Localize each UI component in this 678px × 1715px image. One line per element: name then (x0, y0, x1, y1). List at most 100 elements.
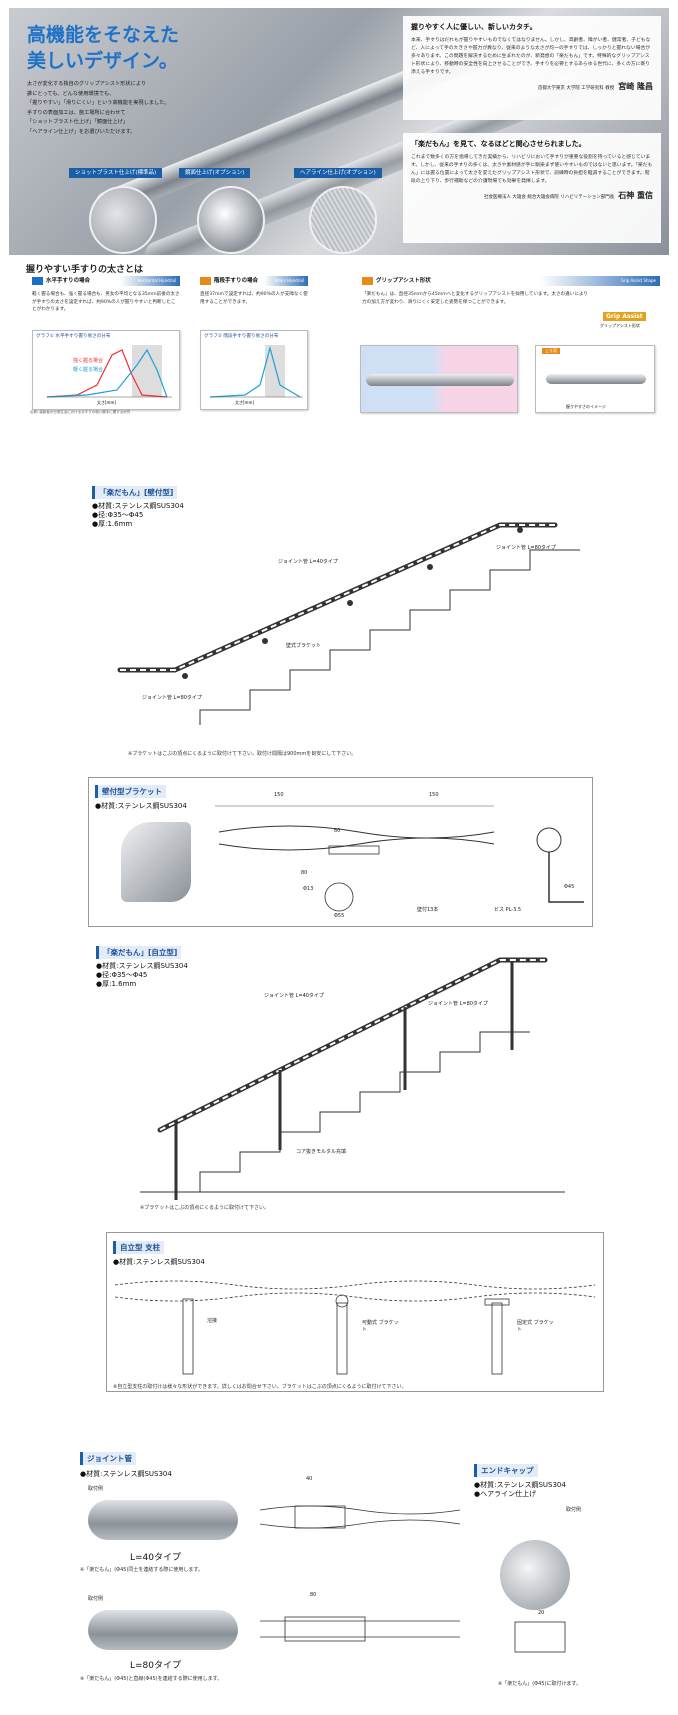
card-text: 軽く握る場合も、強く握る場合も、男女の平均となる35mm前後の太さが手すりの太さ… (32, 292, 180, 312)
handrail-pattern (159, 959, 545, 1131)
part-label: 壁付13本 (417, 907, 439, 913)
expert-panel-1: 握りやすく人に優しい、新しいカタチ。 本来、手すりはだれもが握りやすいものでなく… (403, 16, 661, 120)
joint80-label: ジョイント管 L=80タイプ (142, 695, 202, 701)
handrail (157, 957, 548, 1133)
dimension: 80 (301, 870, 308, 876)
spec-line: ●径:Φ35〜Φ45 (92, 511, 144, 519)
wall-type-drawing (117, 522, 580, 725)
spec-line: ●径:Φ35〜Φ45 (96, 971, 148, 979)
range-band (265, 345, 285, 397)
grip-icon (362, 277, 373, 285)
panel-body: これまで数多くの方を指導してきた実績から、リハビリにおいて手すりが重要な役割を持… (411, 155, 653, 184)
bracket-label: 壁式ブラケット (286, 643, 322, 649)
dimension: 150 (429, 792, 439, 798)
desc-line: 「ショットブラスト仕上げ」「鏡面仕上げ」 (27, 119, 129, 125)
stairs-outline (199, 549, 580, 725)
graph-title: グラフ① 水平手すり握り易さの分布 (36, 334, 111, 339)
spec-line: ●材質:ステンレス鋼SUS304 (96, 962, 188, 970)
post-fixed (491, 1302, 503, 1375)
free-type-drawing (140, 957, 565, 1200)
joint40-note: ※「楽だもん」(Φ45)同士を連結する際に使用します。 (80, 1567, 203, 1573)
joint80-label: ジョイント管 L=80タイプ (428, 1001, 488, 1007)
post-box: 自立型 支柱 ●材質:ステンレス鋼SUS304 溶接 可動式 ブラケット 固定式… (106, 1232, 604, 1392)
stairs-outline (199, 1031, 530, 1192)
joint-body (284, 1616, 366, 1642)
dimension: 40 (306, 1476, 313, 1482)
joint80-photo (88, 1610, 238, 1650)
spec-line: ●厚:1.6mm (92, 520, 133, 528)
stairs-line (209, 345, 301, 398)
handrail-icon (32, 277, 43, 285)
post-movable (336, 1302, 348, 1375)
dimension: 60 (334, 828, 341, 834)
endcap-title: エンドキャップ (474, 1464, 538, 1477)
wall-type-title: 「楽だもん」[壁付型] (92, 486, 178, 499)
x-label: 太さ[mm] (235, 399, 254, 405)
hero-description: 太さが変化する独自のグリップアシスト形状により 誰にとっても、どんな使用環境でも… (27, 80, 227, 137)
bracket-spec: ●材質:ステンレス鋼SUS304 (95, 802, 187, 810)
rail-line (259, 1505, 461, 1515)
graph-stairs: グラフ② 階段手すり握り易さの分布 太さ[mm] (200, 330, 308, 410)
endcap-photo (500, 1540, 570, 1610)
bracket-mark (262, 638, 268, 644)
wall-note: ※ブラケットはこぶの頂点にくるように取付けて下さい。取付け間隔は900mmを目安… (128, 751, 357, 757)
part-label: ビス PL-3.5 (494, 907, 522, 913)
wall-specs: ●材質:ステンレス鋼SUS304 ●径:Φ35〜Φ45 ●厚:1.6mm (92, 502, 184, 529)
fixed-bracket (484, 1298, 510, 1306)
desc-line: 太さが変化する独自のグリップアシスト形状により (27, 81, 147, 87)
shot-blast-sample (89, 186, 157, 254)
rail-image (366, 374, 514, 386)
section-title: 握りやすい手すりの太さとは (26, 265, 144, 275)
horizontal-graph-svg: 太さ[mm] (46, 345, 172, 405)
legend-light: 軽く握る場合 (73, 367, 104, 373)
hero-title-line: 高機能をそなえた (27, 24, 180, 46)
example-label: 取付例 (566, 1507, 582, 1513)
dimension: 150 (274, 792, 284, 798)
light-grip-line (46, 348, 168, 398)
bracket-mark (517, 527, 523, 533)
grip-photo (360, 345, 518, 413)
graph-horizontal: グラフ① 水平手すり握り易さの分布 太さ[mm] 強く握る場合 軽く握る場合 (32, 330, 180, 410)
bracket-mark (182, 673, 188, 679)
stairs-icon (200, 277, 211, 285)
bracket-title: 壁付型ブラケット (95, 785, 166, 798)
joint40-photo (88, 1500, 238, 1540)
bracket-mark (347, 600, 353, 606)
desc-line: 「握りやすい」「滑りにくい」という高機能を実現しました。 (27, 100, 170, 106)
cap-body (514, 1621, 566, 1653)
movable-joint (335, 1294, 349, 1308)
dimension: Φ13 (303, 886, 314, 892)
post-drawing (114, 1280, 596, 1375)
rail-line (259, 1519, 461, 1529)
rail-line (114, 1280, 596, 1290)
hero-title: 高機能をそなえた 美しいデザイン。 (27, 22, 179, 74)
card-text: 直径37mmで設定すれば、約90%の人が支障なく使用することができます。 (200, 292, 308, 305)
bracket-profile (548, 852, 584, 903)
fixed-label: 固定式 ブラケット (517, 1320, 554, 1333)
joint-spec: ●材質:ステンレス鋼SUS304 (80, 1470, 172, 1478)
base-plate (324, 882, 354, 912)
dimension: 80 (310, 1592, 317, 1598)
example-label: 取付例 (88, 1596, 104, 1602)
panel-title: 「楽だもん」を見て、なるほどと関心させられました。 (411, 140, 586, 148)
post-note: ※自立型支柱の取付けは様々な形状ができます。詳しくはお問合せ下さい。ブラケットは… (113, 1384, 407, 1390)
joint40-label: ジョイント管 L=40タイプ (264, 993, 324, 999)
joint-body (294, 1505, 346, 1529)
post-title: 自立型 支柱 (113, 1241, 165, 1254)
finish-label: ヘアライン仕上げ(オプション) (294, 168, 382, 178)
spec-line: ●厚:1.6mm (96, 980, 137, 988)
bracket-arm (328, 845, 380, 855)
spec-line: ●ヘアライン仕上げ (474, 1490, 537, 1498)
joint80-label: ジョイント管 L=80タイプ (496, 545, 556, 551)
figure-caption: 握りやすさのイメージ (566, 404, 606, 409)
endcap-note: ※「楽だもん」(Φ45)に取付けます。 (498, 1681, 581, 1687)
bracket-box: 壁付型ブラケット ●材質:ステンレス鋼SUS304 150 150 60 80 … (88, 777, 593, 927)
mirror-sample (197, 186, 265, 254)
joint40-drawing (259, 1505, 461, 1529)
free-note: ※ブラケットはこぶの頂点にくるように取付けて下さい。 (140, 1205, 269, 1211)
handrail-pattern (120, 524, 555, 671)
